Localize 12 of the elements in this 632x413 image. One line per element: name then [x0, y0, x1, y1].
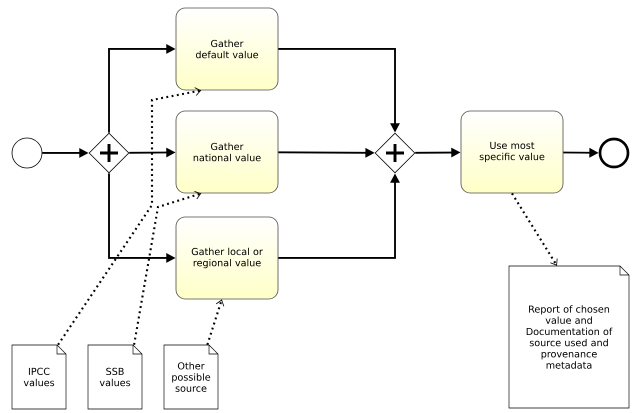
association-arrow	[57, 87, 202, 346]
task-box: Gather local or regional value	[176, 216, 278, 300]
parallel-gateway	[88, 132, 130, 174]
end-event-circle	[598, 138, 630, 168]
task-box: Gather national value	[176, 110, 278, 194]
parallel-gateway	[374, 132, 416, 174]
task-box: Gather default value	[176, 8, 278, 90]
association-arrow	[133, 190, 202, 345]
association-arrow	[511, 192, 558, 266]
association-arrow	[206, 299, 224, 346]
task-box: Use most specific value	[460, 110, 564, 194]
start-event-circle	[12, 138, 42, 168]
